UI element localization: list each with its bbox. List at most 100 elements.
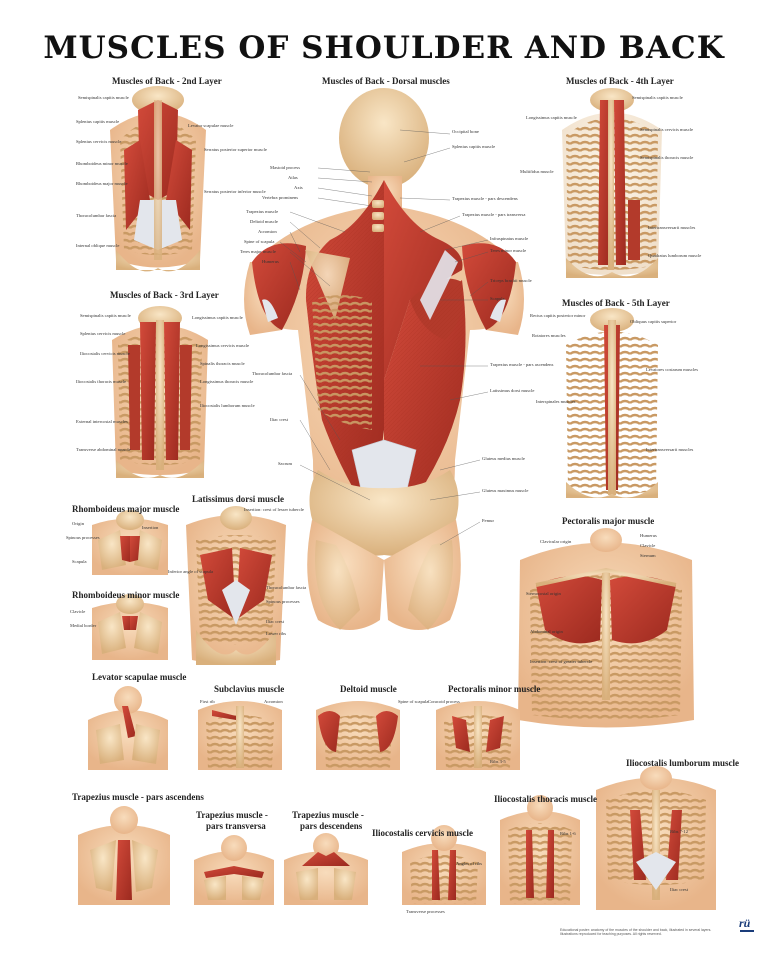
footer-line: Illustrations reproduced for teaching pu… <box>560 932 662 937</box>
label: Teres minor muscle <box>490 248 527 253</box>
pectoralis-minor-figure <box>436 701 520 770</box>
label: Acromion <box>258 229 277 234</box>
label: Abdominal origin <box>530 629 563 634</box>
label: Triceps brachii muscle <box>490 278 532 283</box>
label: Iliocostalis thoracis muscle <box>76 379 127 384</box>
label: Semispinalis cervicis muscle <box>640 127 694 132</box>
label: Transverse processes <box>406 909 445 914</box>
caption-layer4: Muscles of Back - 4th Layer <box>566 76 674 86</box>
label: Scapula <box>72 559 87 564</box>
label: Thoracolumbar fascia <box>266 585 307 590</box>
label: Iliac crest <box>670 887 688 892</box>
rhomboid-minor-figure <box>92 594 168 660</box>
label: Rhomboideus major muscle <box>76 181 128 186</box>
label: Lower ribs <box>266 631 287 636</box>
label: Multifidus muscle <box>520 169 554 174</box>
caption-trap-transversa-2: pars transversa <box>206 821 266 831</box>
label: Longissimus cervicis muscle <box>196 343 250 348</box>
label: External intercostal muscles <box>76 419 128 424</box>
label: Humerus <box>640 533 657 538</box>
label: Splenius capitis muscle <box>76 119 120 124</box>
label: Rectus capitis posterior minor <box>530 313 586 318</box>
label: Insertion <box>142 525 159 530</box>
deltoid-figure <box>316 701 400 770</box>
caption-iliocostalis-lumborum: Iliocostalis lumborum muscle <box>626 758 740 768</box>
label: Intertransversarii muscles <box>648 225 696 230</box>
trapezius-transverse-figure <box>194 835 274 905</box>
caption-rhomboid-major: Rhomboideus major muscle <box>72 504 180 514</box>
label: Semispinalis thoracis muscle <box>640 155 694 160</box>
label: Obliquus capitis superior <box>630 319 677 324</box>
caption-pectoralis-major: Pectoralis major muscle <box>562 516 655 526</box>
label: Iliocostalis cervicis muscle <box>80 351 130 356</box>
caption-latissimus: Latissimus dorsi muscle <box>192 494 285 504</box>
caption-trap-descendens-2: pars descendens <box>300 821 363 831</box>
label: Angles of ribs <box>456 861 483 866</box>
label: Insertion: crest of greater tubercle <box>530 659 593 664</box>
label: Origin <box>72 521 84 526</box>
label: Levatores costarum muscles <box>646 367 699 372</box>
caption-subclavius: Subclavius muscle <box>214 684 285 694</box>
label: Sacrum <box>278 461 293 466</box>
label: Transverse abdominal muscle <box>76 447 131 452</box>
caption-layer5: Muscles of Back - 5th Layer <box>562 298 670 308</box>
caption-levator: Levator scapulae muscle <box>92 672 187 682</box>
label: Splenius cervicis muscle <box>76 139 122 144</box>
iliocostalis-cervicis-figure <box>402 825 486 905</box>
label: Iliac crest <box>266 619 284 624</box>
footer-text: Educational poster: anatomy of the muscl… <box>560 928 730 936</box>
caption-iliocostalis-cervicis: Iliocostalis cervicis muscle <box>372 828 473 838</box>
label: Splenius capitis muscle <box>452 144 496 149</box>
caption-rhomboid-minor: Rhomboideus minor muscle <box>72 590 180 600</box>
label: Vertebra prominens <box>262 195 299 200</box>
label: Spine of scapula <box>244 239 275 244</box>
label: Mastoid process <box>270 165 300 170</box>
label: Thoracolumbar fascia <box>252 371 293 376</box>
label: Rotatores muscles <box>532 333 566 338</box>
label: Spine of scapula <box>398 699 429 704</box>
label: Clavicle <box>70 609 86 614</box>
publisher-logo-icon: rü <box>738 914 756 936</box>
caption-layer3: Muscles of Back - 3rd Layer <box>110 290 219 300</box>
label: Rhomboideus minor muscle <box>76 161 128 166</box>
footer-line: Educational poster: anatomy of the muscl… <box>560 928 712 932</box>
label: Infraspinatus muscle <box>490 236 529 241</box>
label: Iliocostalis lumborum muscle <box>200 403 255 408</box>
caption-pectoralis-minor: Pectoralis minor muscle <box>448 684 541 694</box>
label: Ribs 1-6 <box>560 831 576 836</box>
poster-title: MUSCLES OF SHOULDER AND BACK <box>43 30 725 66</box>
caption-trap-descendens-1: Trapezius muscle - <box>292 810 364 820</box>
label: Ribs 7-12 <box>670 829 688 834</box>
caption-deltoid: Deltoid muscle <box>340 684 397 694</box>
latissimus-figure <box>186 506 286 665</box>
label: Intertransversarii muscles <box>646 447 694 452</box>
iliocostalis-thoracis-figure <box>500 795 580 905</box>
caption-trap-ascendens: Trapezius muscle - pars ascendens <box>72 792 204 802</box>
label: Medial border <box>70 623 97 628</box>
label: Spinous processes <box>66 535 100 540</box>
caption-iliocostalis-thoracis: Iliocostalis thoracis muscle <box>494 794 597 804</box>
label: Semispinalis capitis muscle <box>80 313 131 318</box>
label: Scapula <box>490 296 505 301</box>
label: Trapezius muscle - pars descendens <box>452 196 518 201</box>
label: Trapezius muscle - pars ascendens <box>490 362 554 367</box>
label: Sternocostal origin <box>526 591 561 596</box>
dorsal-figure <box>244 88 524 630</box>
label: Humerus <box>262 259 279 264</box>
label: Sternum <box>640 553 656 558</box>
label: Occipital bone <box>452 129 479 134</box>
label: Ribs 3-5 <box>490 759 506 764</box>
label: Inferior angle of scapula <box>168 569 214 574</box>
label: Semispinalis capitis muscle <box>632 95 683 100</box>
label: Insertion: crest of lesser tubercle <box>244 507 304 512</box>
label: Thoracolumbar fascia <box>76 213 117 218</box>
pectoralis-major-figure <box>518 528 694 728</box>
label: Serratus posterior superior muscle <box>204 147 267 152</box>
trapezius-ascending-figure <box>78 806 170 905</box>
label: Quadratus lumborum muscle <box>648 253 702 258</box>
label: First rib <box>200 699 215 704</box>
caption-trap-transversa-1: Trapezius muscle - <box>196 810 268 820</box>
label: Gluteus medius muscle <box>482 456 525 461</box>
label: Clavicular origin <box>540 539 572 544</box>
label: Teres major muscle <box>240 249 276 254</box>
